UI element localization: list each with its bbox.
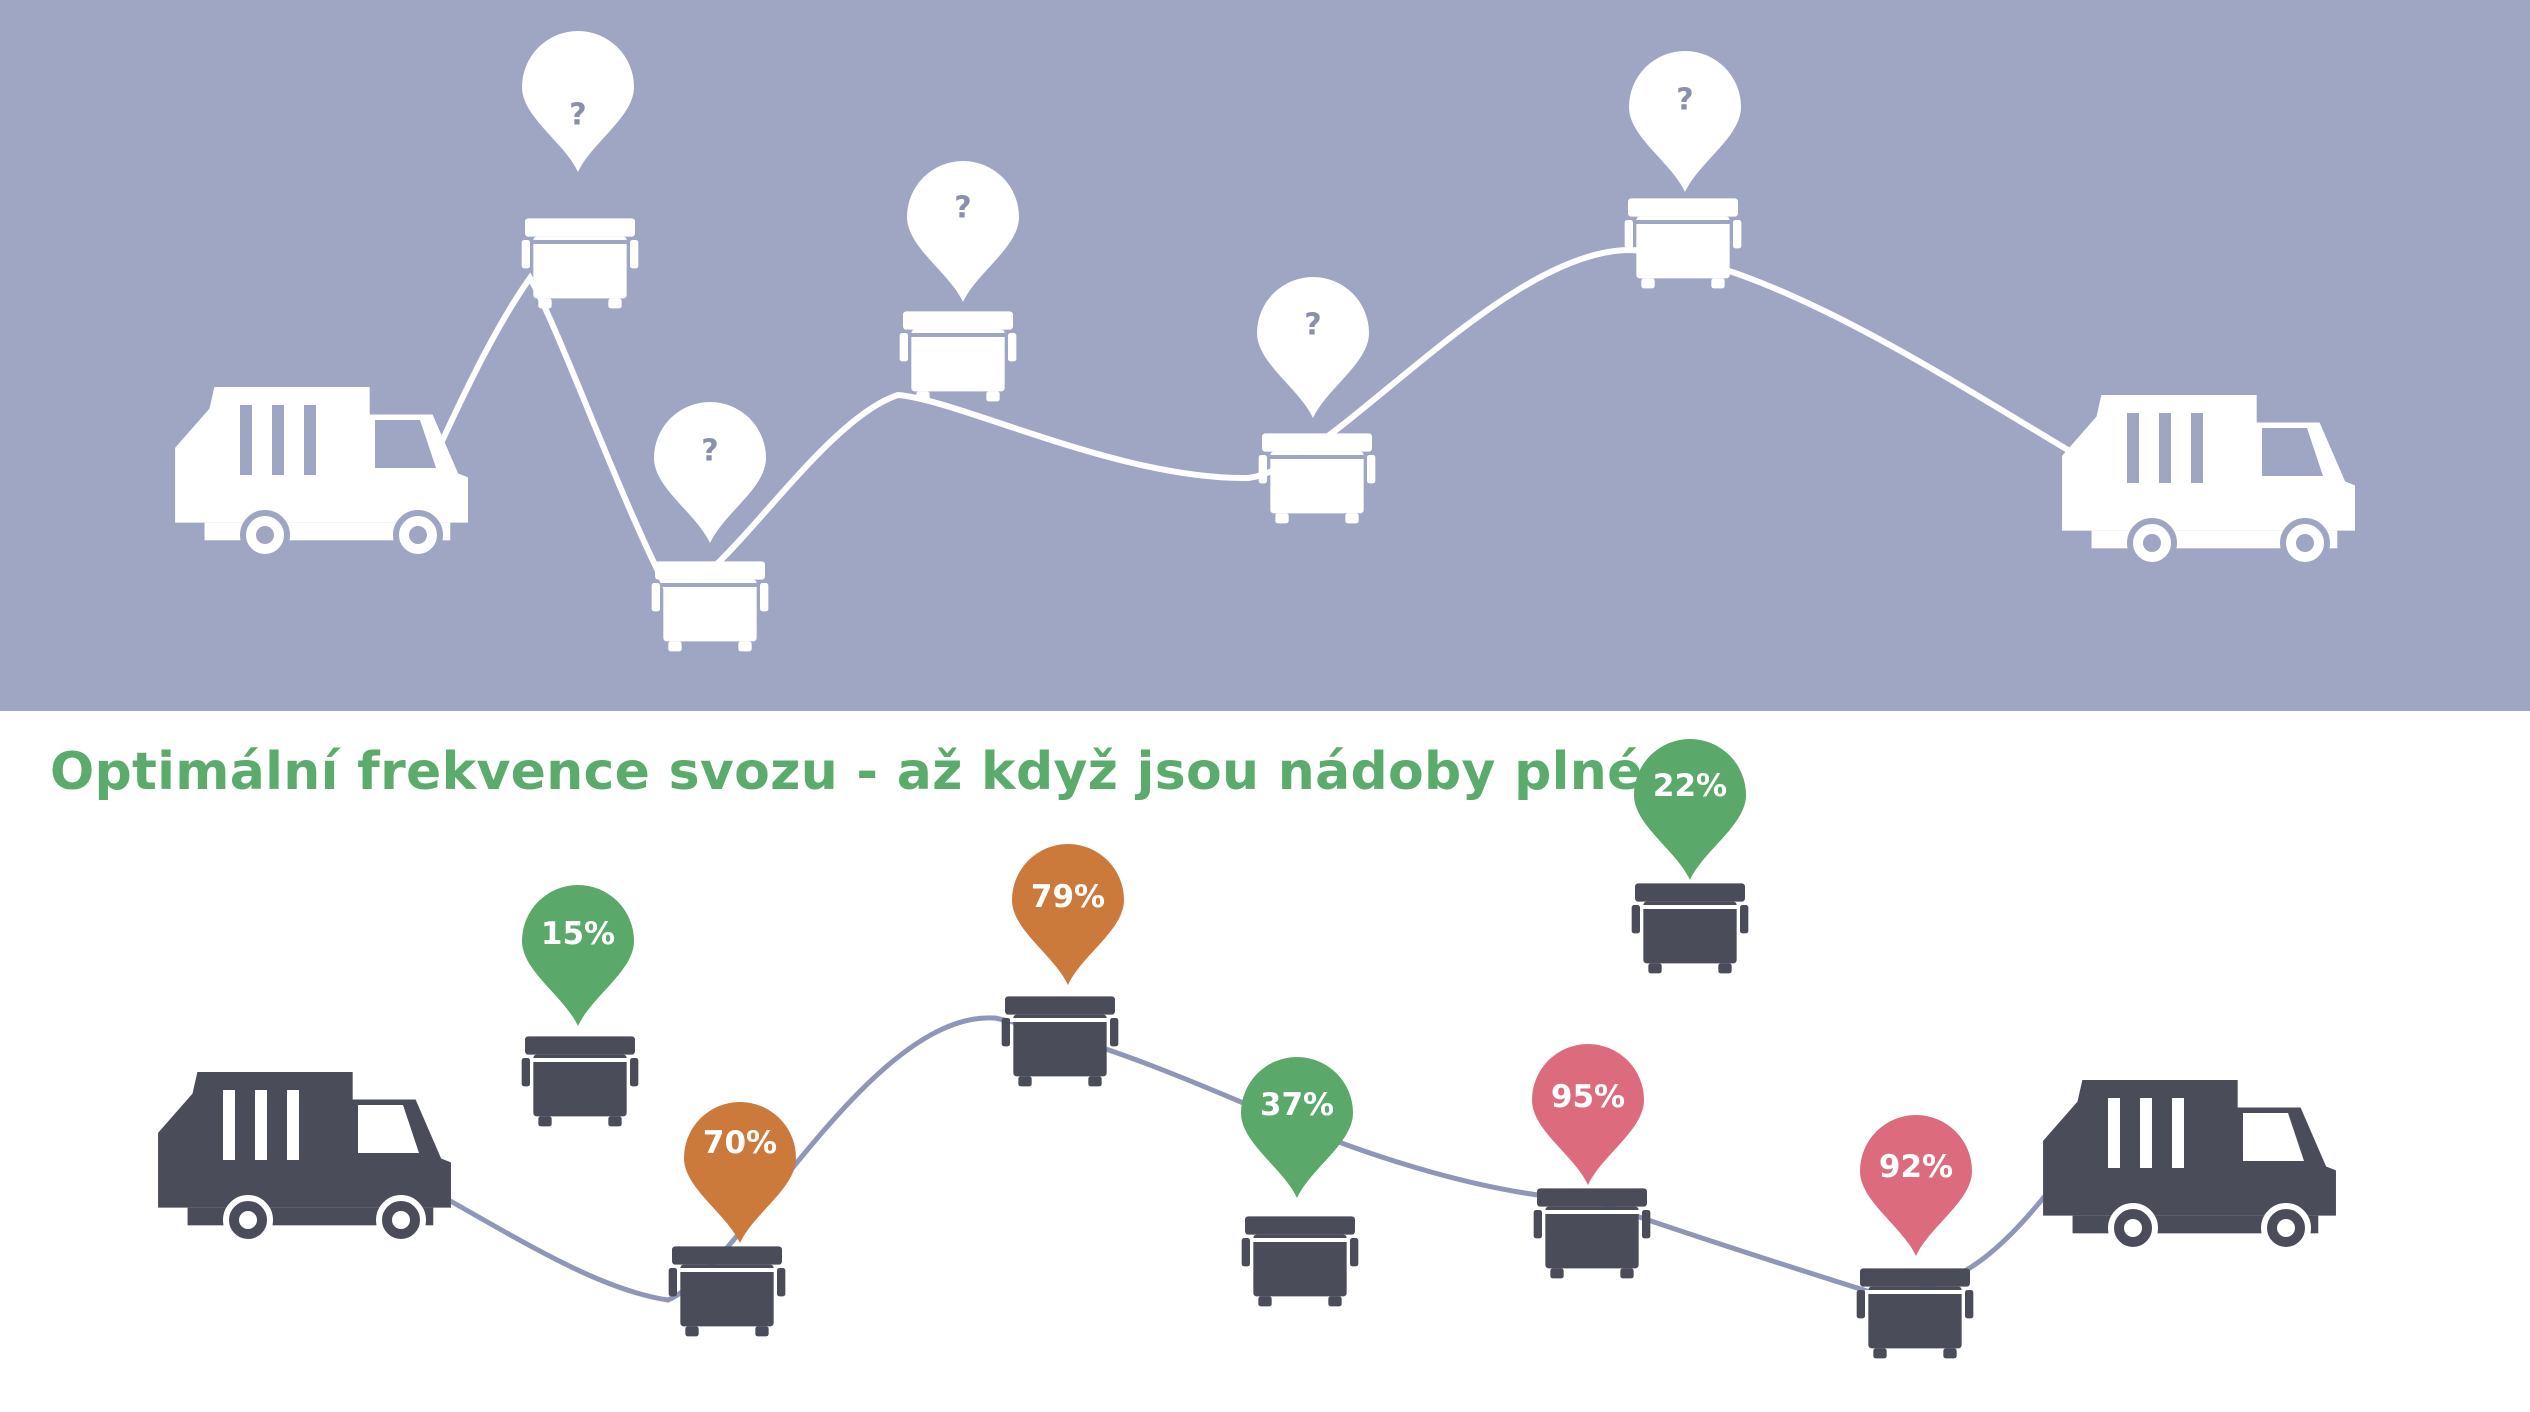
waste-container-icon (1001, 996, 1119, 1087)
waste-container-icon (899, 311, 1017, 402)
waste-container-icon (521, 1036, 639, 1127)
map-pin-icon: 70% (684, 1102, 796, 1243)
pin-label: ? (701, 434, 718, 469)
garbage-truck-icon (2043, 1080, 2336, 1253)
map-pin-icon: ? (907, 161, 1019, 302)
fill-level-label: 37% (1260, 1087, 1334, 1123)
waste-container-icon (651, 561, 769, 652)
waste-container-icon (1258, 433, 1376, 524)
pin-label: ? (954, 191, 971, 226)
fill-level-label: 70% (703, 1125, 777, 1161)
map-pin-icon: ? (522, 31, 634, 172)
map-pin-icon: 37% (1241, 1057, 1353, 1198)
map-pin-icon: ? (654, 402, 766, 543)
pin-label: ? (1304, 308, 1321, 343)
waste-container-icon (1533, 1188, 1651, 1279)
fill-level-label: 95% (1551, 1079, 1625, 1115)
fill-level-label: 22% (1653, 768, 1727, 804)
waste-container-icon (1856, 1268, 1974, 1359)
map-pin-icon: 22% (1634, 739, 1746, 880)
pin-label: ? (569, 98, 586, 133)
garbage-truck-icon (175, 387, 468, 560)
map-pin-icon: ? (1257, 277, 1369, 418)
waste-container-icon (1631, 883, 1749, 974)
garbage-truck-icon (158, 1072, 451, 1245)
waste-container-icon (668, 1246, 786, 1337)
map-pin-icon: 95% (1532, 1044, 1644, 1185)
pin-group: 15% 70% 79% 37% 95% 22% (522, 739, 1972, 1256)
map-pin-icon: 79% (1012, 844, 1124, 985)
garbage-truck-icon (2062, 395, 2355, 568)
fill-level-label: 15% (541, 916, 615, 952)
map-pin-icon: 15% (522, 885, 634, 1026)
pin-label: ? (1676, 83, 1693, 118)
map-pin-icon: ? (1629, 51, 1741, 192)
fill-level-label: 79% (1031, 879, 1105, 915)
waste-container-icon (1624, 198, 1742, 289)
pin-group: ? ? ? ? ? (522, 31, 1741, 543)
map-pin-icon: 92% (1860, 1115, 1972, 1256)
section-heading: Optimální frekvence svozu - až když jsou… (50, 742, 1643, 802)
waste-container-icon (1241, 1216, 1359, 1307)
waste-container-icon (521, 218, 639, 309)
fill-level-label: 92% (1879, 1149, 1953, 1185)
